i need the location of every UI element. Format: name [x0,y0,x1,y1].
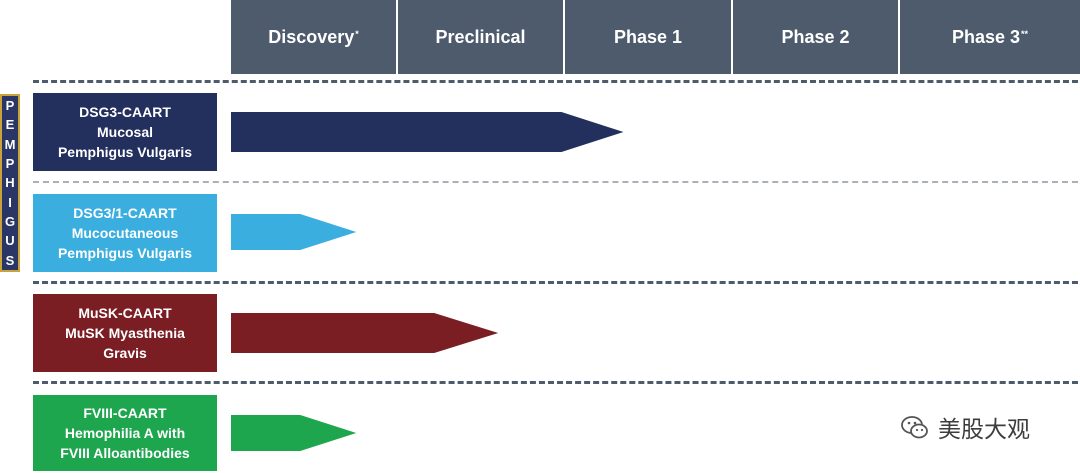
stage-footnote-mark: ** [1021,29,1029,39]
program-box-musk: MuSK-CAART MuSK Myasthenia Gravis [33,294,217,372]
row-divider [33,181,1078,183]
group-letter: S [5,252,15,268]
progress-arrow-fviii [231,415,357,451]
progress-arrow-musk [231,313,499,353]
row-divider [33,281,1078,284]
pemphigus-group-label: P E M P H I G U S [0,94,20,272]
stage-label: Phase 3 [951,26,1021,47]
program-name: MuSK-CAART MuSK Myasthenia Gravis [65,305,185,361]
stage-label: Phase 1 [613,26,683,47]
stage-header-phase-2: Phase 2 [733,0,898,74]
stage-header-phase-1: Phase 1 [565,0,731,74]
group-letter: H [5,175,15,191]
stage-label: Preclinical [435,26,526,47]
program-box-fviii: FVIII-CAART Hemophilia A with FVIII Allo… [33,395,217,471]
group-letter: U [5,233,15,249]
group-letter: G [4,214,16,230]
program-name: FVIII-CAART Hemophilia A with FVIII Allo… [60,405,190,461]
watermark-text: 美股大观 [938,417,1030,443]
group-letter: I [8,194,12,210]
stage-header-preclinical: Preclinical [398,0,563,74]
stage-header-discovery: Discovery* [231,0,396,74]
row-divider [33,80,1078,83]
stage-header-phase-3: Phase 3** [900,0,1080,74]
stage-footnote-mark: * [355,29,359,39]
group-letter: P [5,98,15,114]
progress-arrow-dsg3 [231,112,624,152]
group-letter: E [5,117,15,133]
progress-arrow-dsg31 [231,214,357,250]
group-letter: M [4,136,16,152]
program-box-dsg31: DSG3/1-CAART Mucocutaneous Pemphigus Vul… [33,194,217,272]
program-box-dsg3: DSG3-CAART Mucosal Pemphigus Vulgaris [33,93,217,171]
row-divider [33,381,1078,384]
stage-label: Discovery [268,26,355,47]
stage-label: Phase 2 [781,26,850,47]
watermark: 美股大观 [900,410,1030,444]
wechat-icon [901,416,928,439]
program-name: DSG3/1-CAART Mucocutaneous Pemphigus Vul… [57,205,193,261]
group-letter: P [5,156,15,172]
program-name: DSG3-CAART Mucosal Pemphigus Vulgaris [57,104,193,160]
